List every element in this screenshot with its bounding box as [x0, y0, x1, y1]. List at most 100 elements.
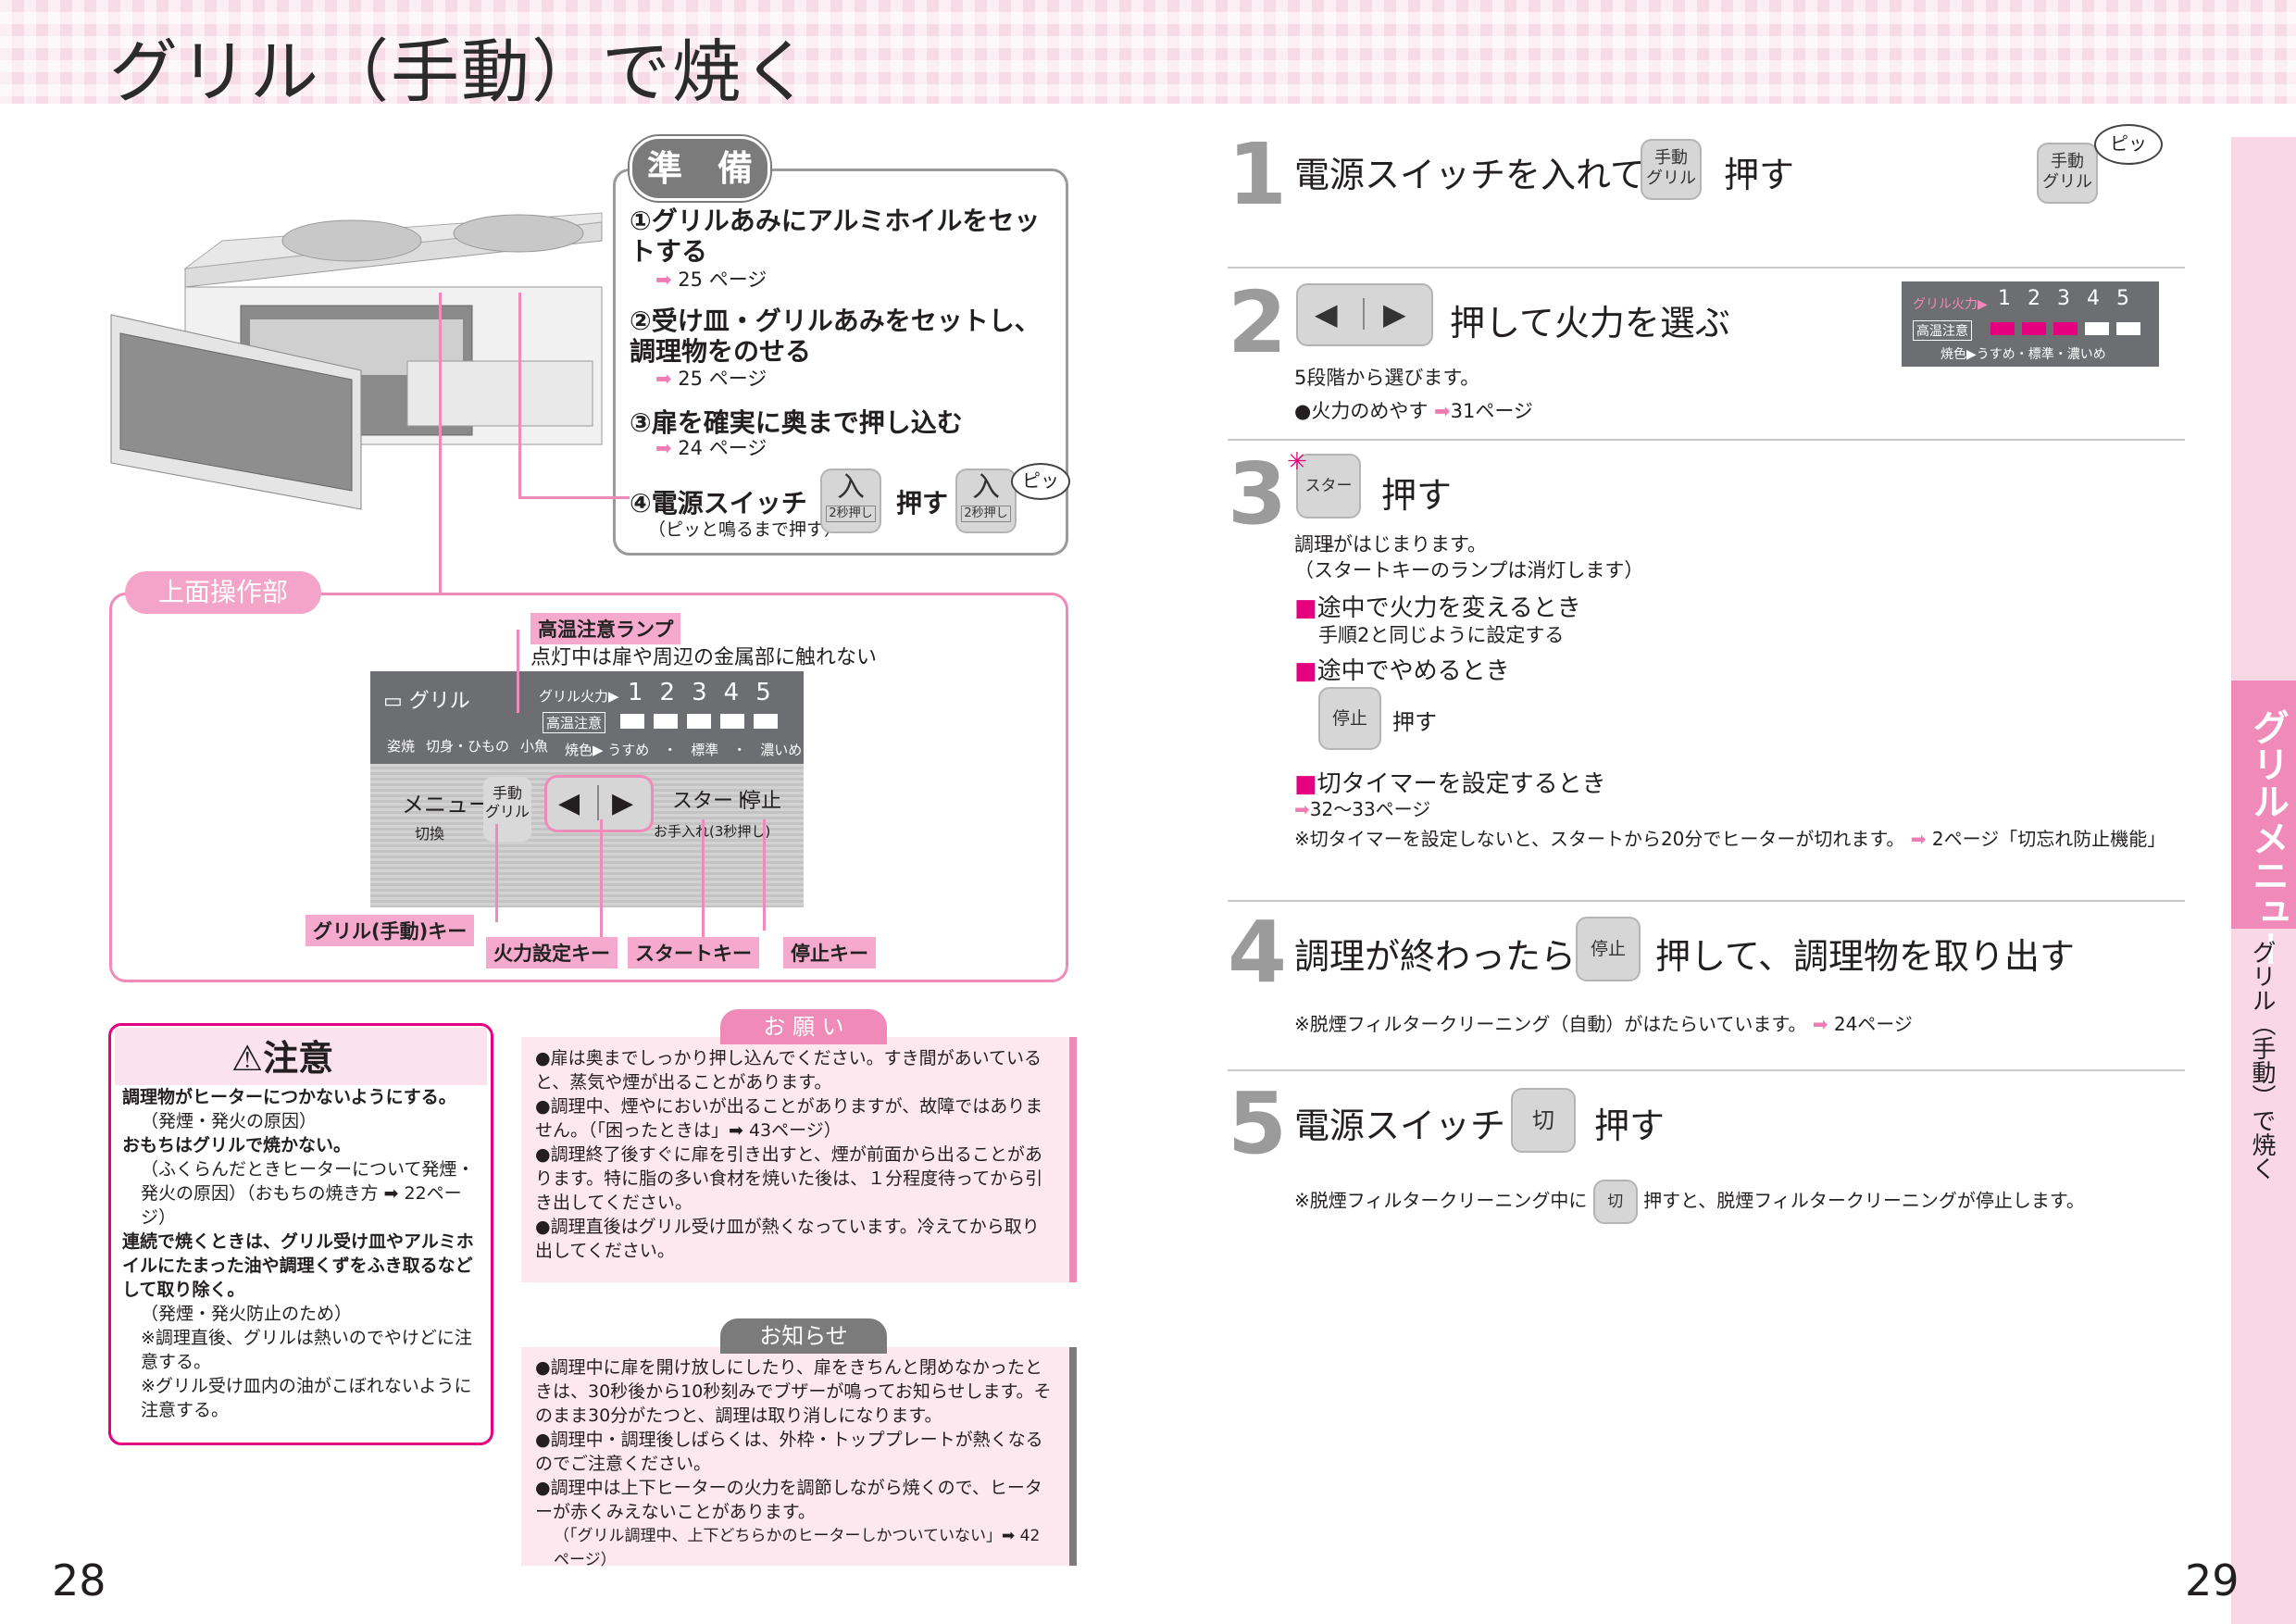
prep-ref-2: ➡ 25 ページ: [655, 368, 767, 390]
connector-line: [518, 293, 521, 496]
callout-power-set: 火力設定キー: [486, 937, 618, 968]
info-box: [521, 1347, 1077, 1566]
step-number: 4: [1228, 903, 1288, 1002]
burn-label: 焼色▶ うすめ ・ 標準 ・ 濃いめ: [565, 742, 803, 758]
request-item: ●調理終了後すぐに扉を引き出すと、煙が前面から出ることがあります。特に脂の多い食…: [535, 1144, 1043, 1213]
step-number: 3: [1228, 444, 1288, 543]
step2-note1: 5段階から選びます。: [1294, 367, 1480, 389]
start-key[interactable]: スタート: [1296, 454, 1361, 556]
mini-power-label: グリル火力▶: [1913, 297, 1988, 312]
step3-heading-2: ■途中でやめるとき: [1294, 657, 1510, 685]
request-item: ●調理中、煙やにおいが出ることがありますが、故障ではありません。（「困ったときは…: [535, 1096, 1043, 1141]
step2-text: 押して火力を選ぶ: [1450, 303, 1730, 344]
step-number: 5: [1228, 1074, 1288, 1173]
caution-item: おもちはグリルで焼かない。: [122, 1135, 352, 1156]
mode-labels: 姿焼切身・ひもの小魚: [387, 738, 549, 755]
caution-sub: （ふくらんだときヒーターについて発煙・発火の原因）（おもちの焼き方 ➡ 22ペー…: [141, 1159, 475, 1228]
power-on-key[interactable]: 入 2秒押し: [820, 468, 881, 533]
connector-line: [518, 496, 630, 499]
side-subtitle: グリル（手動）で焼く: [2248, 940, 2276, 1181]
callout-manual-grill: グリル(手動)キー: [306, 915, 475, 946]
care-label: お手入れ(3秒押し): [654, 823, 771, 840]
prep-step-1: ①グリルあみにアルミホイルをセットする: [630, 206, 1041, 267]
power-label: グリル火力▶: [539, 688, 619, 705]
power-off-key-inline: 切: [1592, 1180, 1638, 1224]
prep-ref-1: ➡ 25 ページ: [655, 269, 767, 291]
caution-note: ※グリル受け皿内の油がこぼれないように注意する。: [141, 1376, 472, 1420]
cooktop-illustration: [110, 212, 603, 510]
step1-text-b: 押す: [1724, 155, 1795, 195]
connector-line: [439, 293, 442, 594]
beep-bubble: ピッ: [2094, 124, 2163, 165]
prep-step-3: ③扉を確実に奥まで押し込む: [630, 407, 963, 438]
mini-burn-label: 焼色▶うすめ・標準・濃いめ: [1940, 347, 2106, 362]
stop-key[interactable]: 停止: [741, 790, 782, 813]
caution-title: ⚠注意: [231, 1038, 334, 1079]
info-item: （「グリル調理中、上下どちらかのヒーターしかついていない」➡ 42ページ）: [554, 1527, 1041, 1569]
manual-grill-key[interactable]: 手動グリル: [483, 777, 531, 842]
request-item: ●調理直後はグリル受け皿が熱くなっています。冷えてから取り出してください。: [535, 1217, 1040, 1261]
step3-heading-3-ref: ➡32〜33ページ: [1294, 798, 1431, 820]
step3-text: 押す: [1381, 475, 1453, 516]
side-tab-active[interactable]: グリルメニュー: [2231, 681, 2296, 968]
step3-heading-3: ■切タイマーを設定するとき: [1294, 770, 1606, 798]
stop-key[interactable]: 停止: [1576, 917, 1641, 981]
prep-push-label: 押す: [896, 488, 949, 518]
request-list: ●扉は奥までしっかり押し込んでください。すき間があいていると、蒸気や煙が出ること…: [535, 1046, 1054, 1263]
warning-icon: ⚠: [231, 1038, 264, 1079]
left-arrow-icon[interactable]: ◀: [558, 787, 580, 819]
step3-timer-note: ※切タイマーを設定しないと、スタートから20分でヒーターが切れます。 ➡ 2ペー…: [1294, 828, 2166, 850]
callout-start: スタートキー: [628, 937, 759, 968]
temp-label: 高温注意: [543, 712, 606, 733]
prep-badge: 準 備: [630, 136, 770, 201]
step5-text-b: 押す: [1594, 1106, 1666, 1146]
caution-item: 調理物がヒーターにつかないようにする。: [122, 1087, 456, 1107]
info-item: ●調理中は上下ヒーターの火力を調節しながら焼くので、ヒーターが赤くみえないことが…: [535, 1478, 1042, 1522]
request-badge: お 願 い: [720, 1009, 887, 1044]
right-arrow-icon[interactable]: ▶: [1383, 296, 1406, 331]
menu-sub: 切換: [415, 825, 445, 843]
power-set-keys[interactable]: ◀ ▶: [544, 775, 654, 832]
top-panel-badge: 上面操作部: [125, 571, 321, 614]
control-panel-keys: メニュー 切換 手動グリル ◀ ▶ スタート 停止 お手入れ(3秒押し): [370, 764, 804, 907]
step3-heading-1-sub: 手順2と同じように設定する: [1318, 624, 1565, 646]
power-set-keys[interactable]: ◀ ▶: [1296, 283, 1433, 346]
callout-stop: 停止キー: [783, 937, 876, 968]
left-arrow-icon[interactable]: ◀: [1315, 296, 1338, 331]
menu-key[interactable]: メニュー: [402, 792, 491, 818]
lamp-blink-icon: ✳: [1287, 448, 1307, 476]
header-band: [0, 0, 2296, 104]
step5-note: ※脱煙フィルタークリーニング中に 切 押すと、脱煙フィルタークリーニングが停止し…: [1294, 1180, 2085, 1224]
manual-grill-key-illustration: 手動グリル: [2037, 143, 2098, 204]
info-list: ●調理中に扉を開け放しにしたり、扉をきちんと閉めなかったときは、30秒後から10…: [535, 1355, 1054, 1572]
caution-item: 連続で焼くときは、グリル受け皿やアルミホイルにたまった油や調理くずをふき取るなど…: [122, 1231, 474, 1300]
step5-text-a: 電源スイッチ: [1294, 1106, 1506, 1146]
grill-label: ▭ グリル: [383, 690, 470, 713]
manual-grill-key[interactable]: 手動グリル: [1641, 139, 1702, 200]
request-box: [521, 1037, 1077, 1282]
info-badge: お知らせ: [720, 1318, 887, 1354]
info-item: ●調理中に扉を開け放しにしたり、扉をきちんと閉めなかったときは、30秒後から10…: [535, 1357, 1052, 1426]
step3-heading-1: ■途中で火力を変えるとき: [1294, 594, 1581, 622]
step1-text-a: 電源スイッチを入れて: [1294, 155, 1645, 195]
caution-box: [108, 1023, 493, 1445]
prep-ref-3: ➡ 24 ページ: [655, 437, 767, 459]
power-on-key-pressed[interactable]: 入 2秒押し: [955, 468, 1017, 533]
step4-text-a: 調理が終わったら: [1294, 936, 1577, 977]
step4-note: ※脱煙フィルタークリーニング（自動）がはたらいています。 ➡ 24ページ: [1294, 1013, 1913, 1035]
beep-bubble: ピッ: [1011, 463, 1070, 500]
mini-temp-label: 高温注意: [1913, 320, 1972, 341]
page-number-right: 29: [2185, 1555, 2240, 1605]
step-number: 1: [1228, 125, 1288, 224]
start-key[interactable]: スタート: [672, 790, 755, 813]
step-number: 2: [1228, 273, 1288, 372]
caution-sub: （発煙・発火防止のため）: [141, 1304, 353, 1324]
stop-key[interactable]: 停止: [1318, 687, 1381, 750]
page-title: グリル（手動）で焼く: [109, 32, 813, 112]
mini-lamps: [1990, 322, 2140, 335]
right-arrow-icon[interactable]: ▶: [612, 787, 634, 819]
power-off-key[interactable]: 切: [1511, 1088, 1576, 1153]
caution-sub: （発煙・発火の原因）: [141, 1111, 318, 1131]
